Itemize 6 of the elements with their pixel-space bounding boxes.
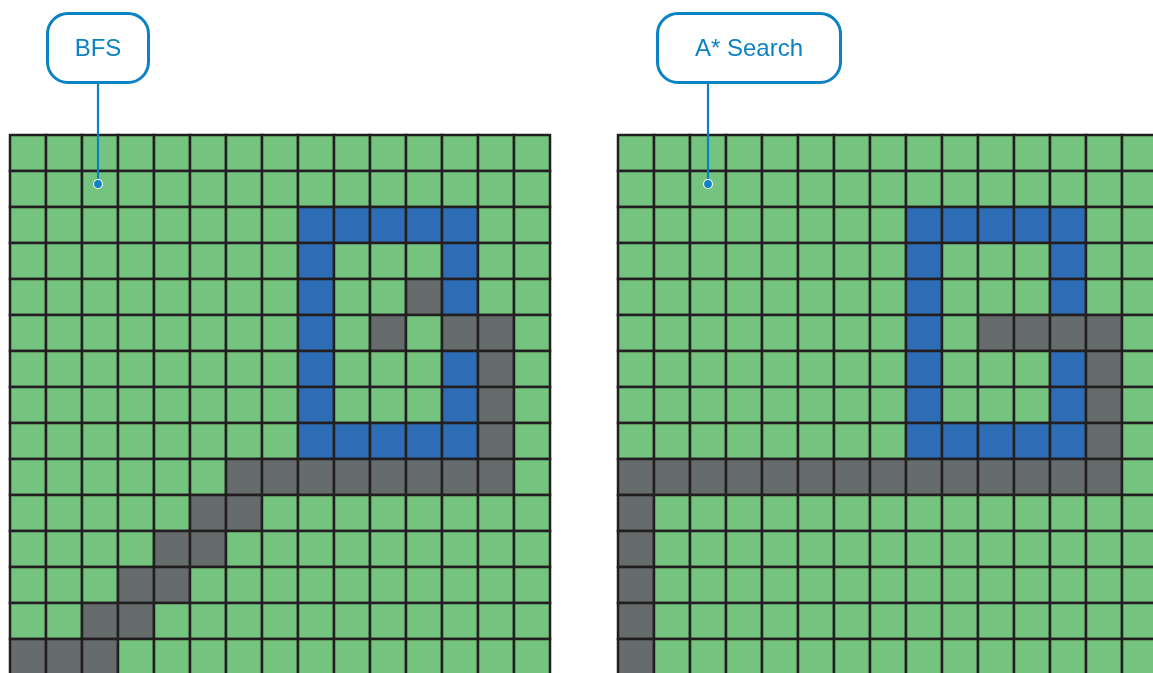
leader-line xyxy=(702,84,714,190)
grid-drawing xyxy=(616,133,1153,673)
leader-line xyxy=(92,84,104,190)
callout-label: BFS xyxy=(46,12,150,84)
callout-label: A* Search xyxy=(656,12,842,84)
grid-drawing xyxy=(8,133,552,673)
